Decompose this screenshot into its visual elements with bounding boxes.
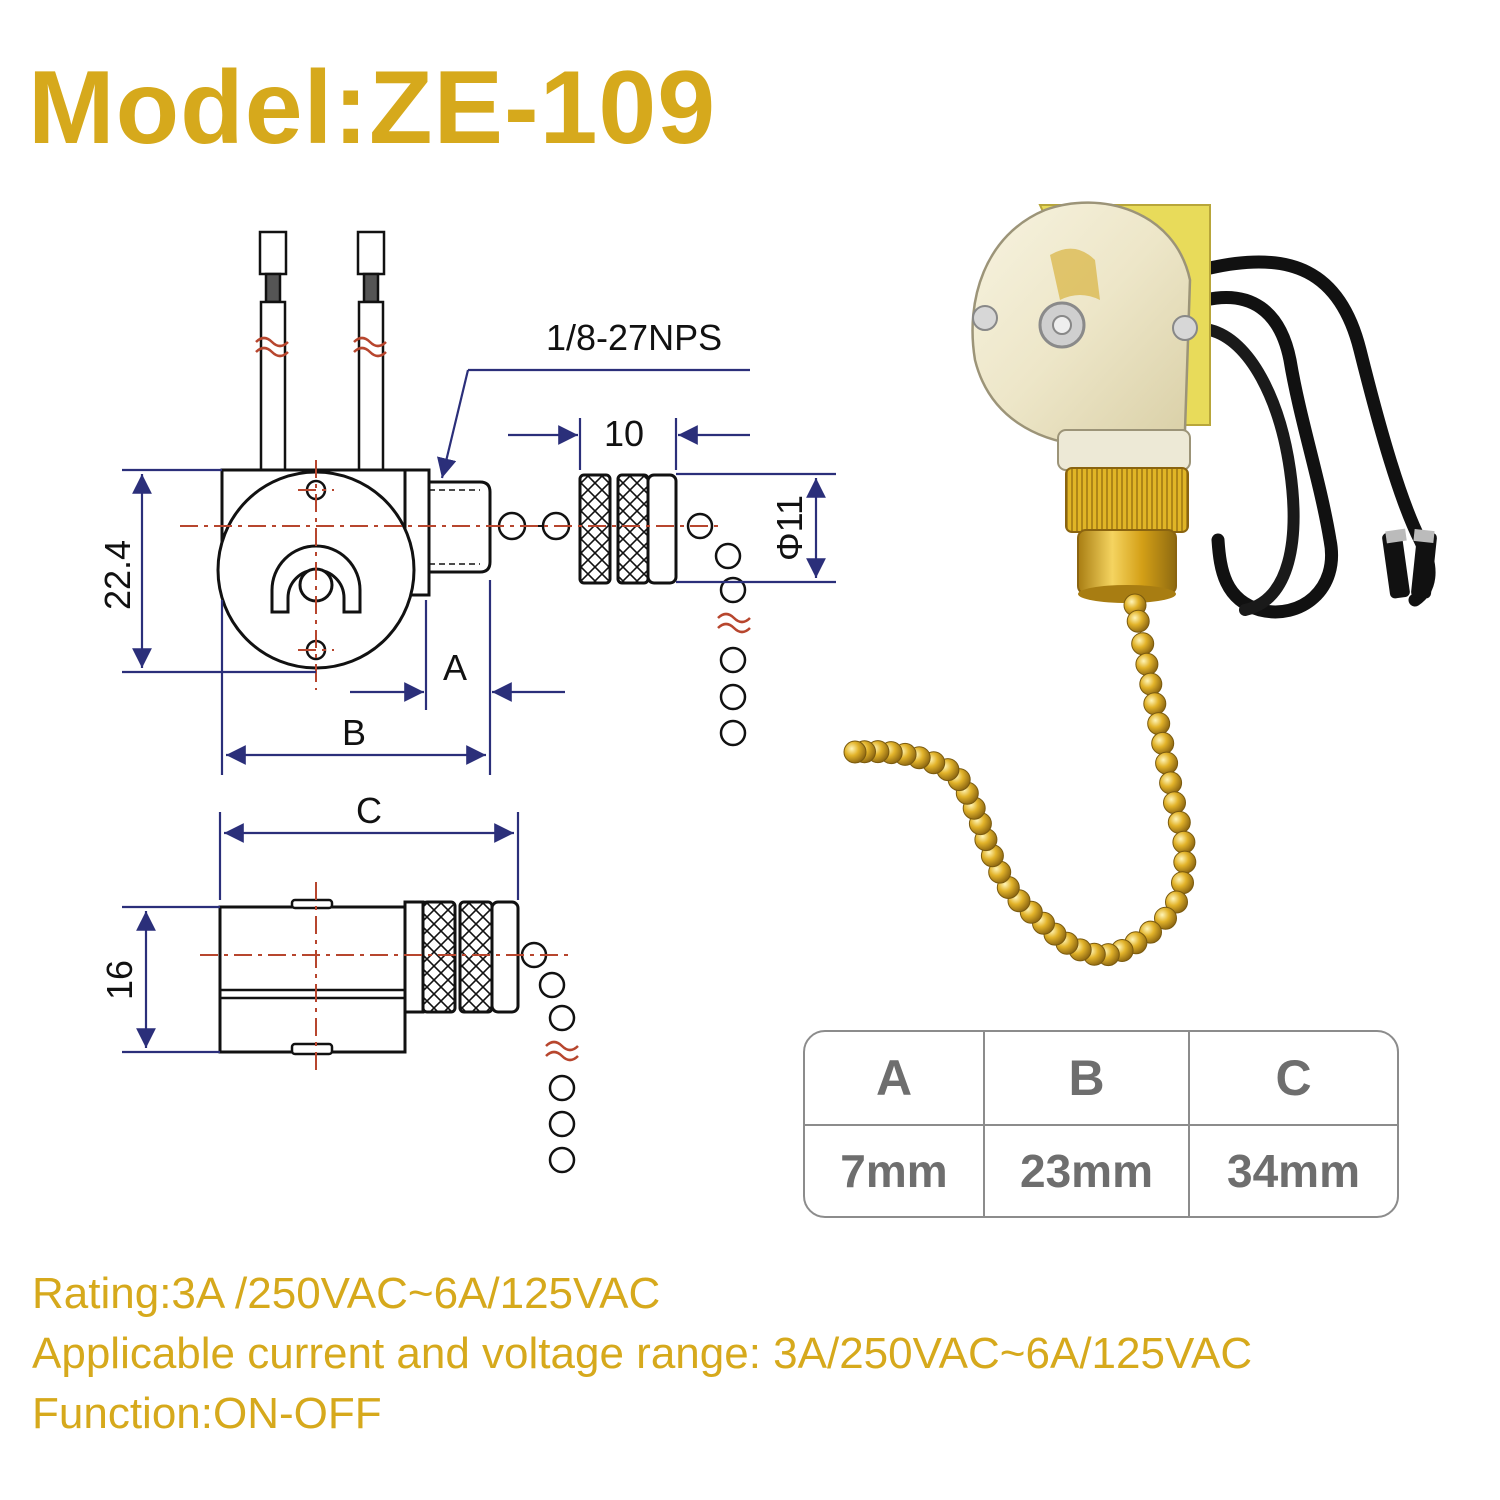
gold-bead — [1147, 712, 1171, 736]
gold-bead — [1155, 751, 1179, 775]
side-knob — [403, 900, 520, 1014]
table-header-c: C — [1190, 1032, 1397, 1126]
brass-cap — [1077, 529, 1177, 595]
table-header-b: B — [985, 1032, 1190, 1126]
wire-right — [356, 230, 386, 472]
center-lines-front — [180, 460, 720, 690]
dimensions-front — [122, 368, 836, 775]
clear-collar — [1057, 429, 1191, 471]
product-photo — [843, 201, 1437, 967]
knurled-knob — [578, 473, 678, 585]
knob-diameter-label: Φ11 — [769, 495, 810, 561]
gold-bead — [1131, 632, 1155, 656]
brass-knurled-knob — [1065, 467, 1189, 533]
dimension-table: A B C 7mm 23mm 34mm — [803, 1030, 1399, 1218]
wire-break-left — [255, 336, 289, 358]
spec-rating: Rating:3A /250VAC~6A/125VAC — [32, 1269, 661, 1318]
gold-bead — [1135, 652, 1159, 676]
wire-break-right — [353, 336, 387, 358]
gold-bead — [1154, 906, 1177, 930]
dimension-c-label: C — [356, 790, 382, 831]
thread-label: 1/8-27NPS — [546, 317, 722, 358]
dimension-b-label: B — [342, 712, 366, 753]
gold-bead — [1139, 672, 1163, 696]
spec-range: Applicable current and voltage range: 3A… — [32, 1329, 1253, 1378]
gold-bead — [1172, 830, 1196, 854]
page-title: Model:ZE-109 — [28, 50, 717, 166]
table-value-c: 34mm — [1227, 1145, 1360, 1197]
rotor-cam — [270, 544, 362, 614]
gold-bead — [1163, 791, 1186, 815]
dimensions-side — [122, 812, 520, 1054]
side-view: C 16 — [99, 790, 579, 1174]
dimension-a-label: A — [443, 647, 467, 688]
table-value-b: 23mm — [985, 1126, 1190, 1216]
housing-screw-left — [972, 305, 998, 331]
gold-bead — [1126, 609, 1150, 633]
knob-length-label: 10 — [604, 413, 644, 454]
height-label: 22.4 — [97, 540, 138, 610]
gold-bead — [843, 740, 867, 764]
gold-bead-chain — [843, 593, 1197, 967]
spec-list: Rating:3A /250VAC~6A/125VAC Applicable c… — [32, 1272, 1252, 1452]
wire-left — [258, 230, 288, 472]
gold-bead — [1167, 810, 1191, 834]
gold-bead — [1171, 871, 1194, 895]
gold-bead — [1151, 731, 1175, 755]
spec-function: Function:ON-OFF — [32, 1389, 382, 1438]
depth-label: 16 — [99, 960, 140, 1000]
black-wire-inner — [1198, 291, 1338, 619]
gold-bead — [1143, 692, 1167, 716]
table-value-a: 7mm — [805, 1126, 985, 1216]
housing-screw-right — [1172, 315, 1198, 341]
gold-bead — [1159, 771, 1183, 795]
side-pull-chain — [520, 941, 576, 1174]
table-header-a: A — [805, 1032, 985, 1126]
front-view: 1/8-27NPS 10 Φ11 22.4 A B — [97, 230, 836, 775]
side-body — [218, 905, 407, 1054]
gold-bead — [1165, 890, 1188, 914]
gold-bead — [1173, 850, 1197, 874]
